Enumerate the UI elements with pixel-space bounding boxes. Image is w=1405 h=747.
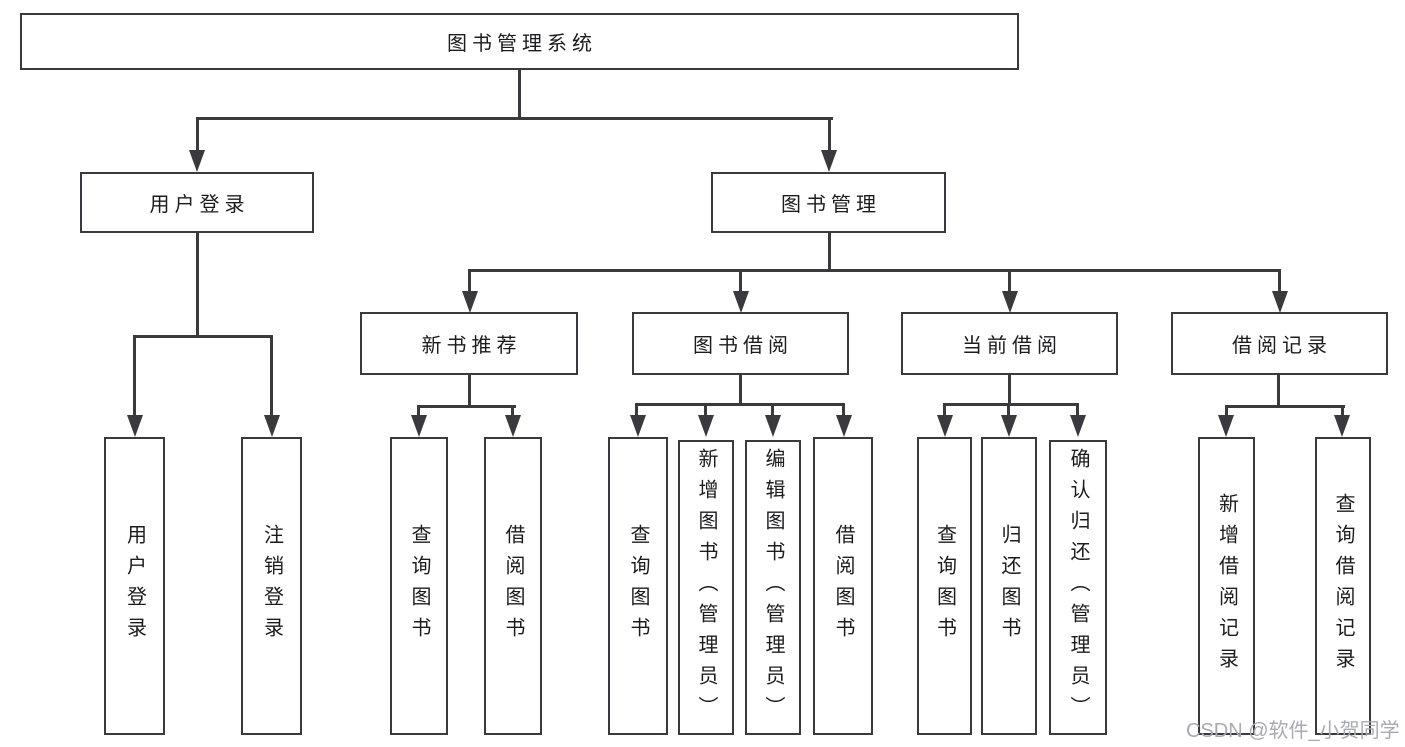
- connector-arrowhead: [1272, 291, 1288, 313]
- connector-line: [417, 405, 420, 419]
- node-leaf-nb-query-books: 查询图书: [390, 437, 448, 735]
- node-borrow-record-label: 借阅记录: [1232, 335, 1332, 357]
- connector-line: [1225, 405, 1345, 408]
- node-leaf-nb-borrow-books-label: 借阅图书: [502, 524, 524, 648]
- connector-line: [468, 269, 1281, 272]
- node-leaf-bb-add-books-label: 新增图书（管理员）: [695, 448, 717, 727]
- node-new-book-recommend-label: 新书推荐: [421, 335, 522, 357]
- node-leaf-bb-edit-books: 编辑图书（管理员）: [745, 440, 801, 735]
- connector-line: [635, 403, 638, 418]
- node-leaf-br-add-record-label: 新增借阅记录: [1215, 493, 1238, 679]
- connector-arrowhead: [462, 291, 478, 313]
- connector-line: [828, 117, 831, 154]
- node-leaf-bb-edit-books-label: 编辑图书（管理员）: [762, 448, 784, 727]
- connector-line: [1007, 403, 1010, 418]
- connector-line: [1341, 405, 1344, 419]
- connector-arrowhead: [698, 415, 714, 437]
- node-user-login: 用户登录: [80, 172, 314, 233]
- node-root: 图书管理系统: [20, 13, 1019, 70]
- node-leaf-br-query-record: 查询借阅记录: [1315, 437, 1371, 735]
- connector-arrowhead: [1002, 291, 1018, 313]
- connector-arrowhead: [1070, 415, 1086, 437]
- connector-line: [1008, 269, 1011, 293]
- node-leaf-cb-return-books-label: 归还图书: [998, 524, 1020, 648]
- node-leaf-user-login-label: 用户登录: [123, 524, 146, 648]
- connector-arrowhead: [836, 415, 852, 437]
- node-leaf-cb-query-books: 查询图书: [917, 437, 972, 735]
- connector-line: [943, 403, 946, 418]
- node-leaf-bb-borrow-books: 借阅图书: [813, 437, 873, 735]
- node-book-borrow-label: 图书借阅: [693, 335, 793, 357]
- node-leaf-bb-query-books-label: 查询图书: [627, 524, 649, 648]
- node-leaf-user-login: 用户登录: [104, 437, 165, 735]
- connector-line: [196, 233, 199, 337]
- node-leaf-cb-confirm-return-label: 确认归还（管理员）: [1067, 448, 1089, 727]
- connector-line: [518, 70, 521, 119]
- connector-line: [511, 405, 514, 419]
- connector-line: [196, 117, 833, 120]
- node-leaf-cb-confirm-return: 确认归还（管理员）: [1049, 440, 1107, 735]
- node-current-borrow-label: 当前借阅: [962, 335, 1062, 357]
- node-leaf-nb-query-books-label: 查询图书: [408, 524, 430, 648]
- connector-arrowhead: [411, 415, 427, 437]
- connector-line: [1008, 375, 1011, 406]
- node-leaf-nb-borrow-books: 借阅图书: [484, 437, 542, 735]
- node-leaf-bb-add-books: 新增图书（管理员）: [678, 440, 734, 735]
- connector-arrowhead: [189, 150, 205, 172]
- connector-line: [468, 375, 471, 408]
- node-book-management-label: 图书管理: [781, 194, 881, 216]
- watermark-text: CSDN @软件_小贺同学: [1186, 720, 1400, 742]
- connector-line: [1076, 403, 1079, 418]
- connector-arrowhead: [1334, 415, 1350, 437]
- connector-arrowhead: [821, 150, 837, 172]
- connector-line: [417, 405, 516, 408]
- node-book-management: 图书管理: [711, 172, 946, 233]
- connector-line: [739, 375, 742, 406]
- node-leaf-bb-query-books: 查询图书: [608, 437, 668, 735]
- connector-line: [1278, 269, 1281, 293]
- connector-line: [133, 335, 136, 417]
- connector-arrowhead: [1001, 415, 1017, 437]
- node-root-label: 图书管理系统: [447, 33, 597, 55]
- node-leaf-cb-query-books-label: 查询图书: [933, 524, 956, 648]
- connector-line: [842, 403, 845, 418]
- connector-arrowhead: [733, 291, 749, 313]
- connector-arrowhead: [505, 415, 521, 437]
- connector-arrowhead: [630, 415, 646, 437]
- connector-line: [635, 403, 845, 406]
- node-borrow-record: 借阅记录: [1171, 312, 1388, 375]
- node-leaf-br-add-record: 新增借阅记录: [1198, 437, 1255, 735]
- connector-line: [133, 335, 273, 338]
- connector-line: [468, 269, 471, 293]
- node-leaf-cb-return-books: 归还图书: [981, 437, 1037, 735]
- node-current-borrow: 当前借阅: [901, 312, 1118, 375]
- node-user-login-label: 用户登录: [149, 194, 250, 216]
- connector-line: [739, 269, 742, 293]
- node-book-borrow: 图书借阅: [632, 312, 849, 375]
- connector-line: [771, 403, 774, 418]
- connector-arrowhead: [765, 415, 781, 437]
- connector-line: [1225, 405, 1228, 419]
- connector-arrowhead: [1218, 415, 1234, 437]
- connector-line: [828, 233, 831, 272]
- connector-arrowhead: [127, 415, 143, 437]
- node-leaf-logout-label: 注销登录: [260, 524, 283, 648]
- connector-line: [270, 335, 273, 417]
- connector-arrowhead: [264, 415, 280, 437]
- connector-line: [943, 403, 1079, 406]
- node-leaf-logout: 注销登录: [241, 437, 302, 735]
- connector-line: [196, 117, 199, 154]
- node-leaf-bb-borrow-books-label: 借阅图书: [832, 524, 854, 648]
- node-leaf-br-query-record-label: 查询借阅记录: [1332, 493, 1354, 679]
- connector-line: [704, 403, 707, 418]
- connector-arrowhead: [937, 415, 953, 437]
- node-new-book-recommend: 新书推荐: [360, 312, 578, 375]
- connector-line: [1277, 375, 1280, 408]
